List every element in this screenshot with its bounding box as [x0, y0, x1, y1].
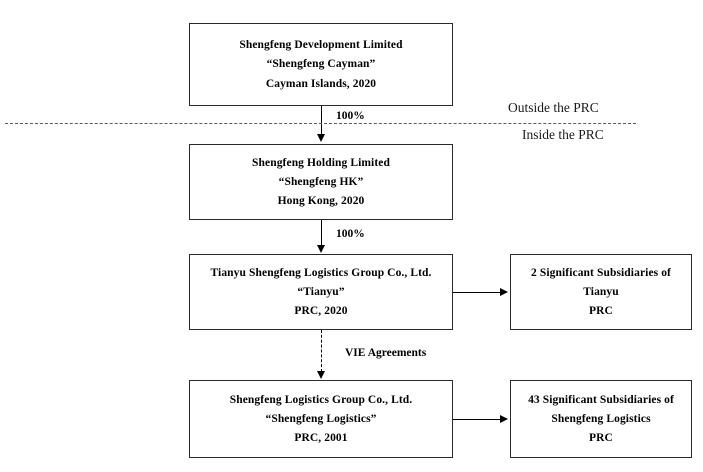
node-alias: “Shengfeng Logistics” [265, 412, 377, 425]
node-shengfeng-logistics[interactable]: Shengfeng Logistics Group Co., Ltd. “She… [189, 380, 453, 458]
arrowhead-down-icon [316, 245, 325, 253]
node-name: 2 Significant Subsidiaries of [531, 266, 671, 279]
connector-vie-agreements [321, 330, 322, 372]
node-origin: PRC, 2020 [294, 305, 348, 318]
node-origin: PRC, 2001 [294, 432, 348, 445]
node-tianyu-subsidiaries[interactable]: 2 Significant Subsidiaries of Tianyu PRC [510, 254, 692, 330]
node-shengfeng-cayman[interactable]: Shengfeng Development Limited “Shengfeng… [189, 23, 453, 106]
node-origin: PRC [589, 432, 613, 445]
node-alias: “Tianyu” [297, 285, 345, 298]
connector-hk-to-tianyu [321, 220, 322, 246]
arrowhead-right-icon [500, 288, 508, 296]
node-name: Shengfeng Development Limited [239, 39, 403, 52]
node-alias: “Shengfeng HK” [278, 175, 364, 188]
node-name: Tianyu Shengfeng Logistics Group Co., Lt… [210, 266, 432, 279]
connector-tianyu-to-subsidiaries [453, 292, 501, 293]
node-shengfeng-hk[interactable]: Shengfeng Holding Limited “Shengfeng HK”… [189, 144, 453, 220]
node-name: 43 Significant Subsidiaries of [528, 393, 674, 406]
node-alias: Shengfeng Logistics [551, 412, 651, 425]
node-origin: Hong Kong, 2020 [277, 195, 365, 208]
connector-logistics-to-subsidiaries [453, 419, 501, 420]
connector-cayman-to-hk [321, 106, 322, 136]
node-name: Shengfeng Logistics Group Co., Ltd. [229, 393, 413, 406]
edge-label-ownership-hk-tianyu: 100% [336, 228, 365, 240]
edge-label-vie-agreements: VIE Agreements [345, 347, 427, 359]
label-outside-prc: Outside the PRC [508, 100, 599, 115]
node-alias: Tianyu [583, 285, 619, 298]
node-origin: Cayman Islands, 2020 [265, 77, 377, 90]
node-tianyu[interactable]: Tianyu Shengfeng Logistics Group Co., Lt… [189, 254, 453, 330]
arrowhead-down-icon [316, 371, 325, 379]
edge-label-ownership-cayman-hk: 100% [336, 110, 365, 122]
node-shengfeng-logistics-subsidiaries[interactable]: 43 Significant Subsidiaries of Shengfeng… [510, 380, 692, 458]
arrowhead-right-icon [500, 415, 508, 423]
arrowhead-down-icon [316, 134, 325, 142]
node-origin: PRC [589, 305, 613, 318]
prc-divider-line [5, 123, 636, 124]
label-inside-prc: Inside the PRC [522, 127, 604, 142]
node-alias: “Shengfeng Cayman” [266, 58, 376, 71]
node-name: Shengfeng Holding Limited [252, 156, 390, 169]
